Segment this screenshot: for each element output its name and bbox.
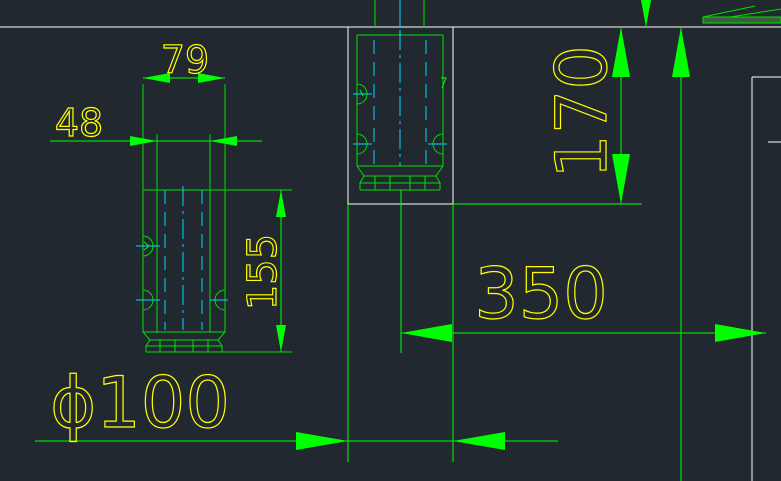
dimension-label-diameter-100: ϕ100 [50,362,230,444]
dimension-arrows [130,0,766,450]
dimension-label-155: 155 [240,234,286,310]
dimension-label-350: 350 [474,253,608,335]
dimension-label-79: 79 [161,38,209,82]
center-part [356,0,444,191]
top-right-hatch [702,5,781,24]
dimension-label-170: 170 [541,45,623,179]
dimension-label-48: 48 [55,101,103,145]
left-part [142,84,292,353]
left-part-hidden-lines [136,186,228,330]
callout-markers [143,77,447,251]
right-frame [751,76,781,481]
